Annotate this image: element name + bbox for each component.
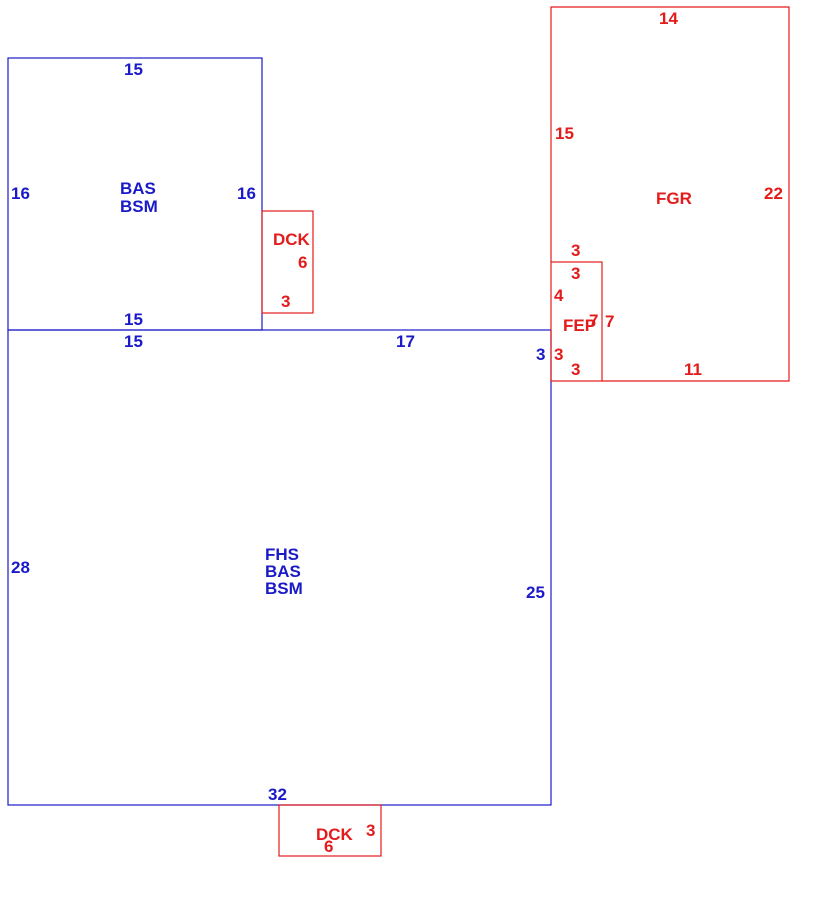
main-dim-left: 28 bbox=[11, 558, 30, 577]
porch-dim-right-b: 7 bbox=[605, 312, 614, 331]
bas-upper-dim-top: 15 bbox=[124, 60, 143, 79]
bas-upper-dim-left: 16 bbox=[11, 184, 30, 203]
porch-dim-bottom: 3 bbox=[571, 360, 580, 379]
porch-dim-top: 3 bbox=[571, 264, 580, 283]
deck-upper-dim-bottom: 3 bbox=[281, 292, 290, 311]
porch-code: FEP bbox=[563, 316, 596, 335]
main-code-fhs: FHS bbox=[265, 545, 299, 564]
garage-dim-top: 14 bbox=[659, 9, 678, 28]
main-code-bsm: BSM bbox=[265, 579, 303, 598]
bas-upper-dim-right: 16 bbox=[237, 184, 256, 203]
garage-area: FGR 14 15 22 11 3 bbox=[550, 6, 790, 382]
garage-code: FGR bbox=[656, 189, 692, 208]
garage-dim-left-lower: 3 bbox=[571, 241, 580, 260]
deck-lower-dim-right: 3 bbox=[366, 821, 375, 840]
bas-upper-code-bas: BAS bbox=[120, 179, 156, 198]
deck-lower-code: DCK bbox=[316, 825, 354, 844]
main-dim-right-small: 3 bbox=[536, 345, 545, 364]
deck-upper-code: DCK bbox=[273, 230, 311, 249]
deck-upper-dim-right: 6 bbox=[298, 253, 307, 272]
main-dim-right: 25 bbox=[526, 583, 545, 602]
main-dim-top-right: 17 bbox=[396, 332, 415, 351]
garage-dim-right: 22 bbox=[764, 184, 783, 203]
porch-dim-left-lower: 3 bbox=[554, 345, 563, 364]
main-area: FHS BAS BSM 15 17 3 28 25 32 bbox=[7, 329, 552, 806]
porch-dim-right-a: 7 bbox=[589, 311, 598, 330]
porch-dim-left: 4 bbox=[554, 286, 564, 305]
garage-dim-bottom: 11 bbox=[684, 360, 702, 379]
deck-lower-outline bbox=[278, 804, 382, 857]
porch-outline bbox=[550, 261, 603, 382]
bas-upper-code-bsm: BSM bbox=[120, 197, 158, 216]
main-code-bas: BAS bbox=[265, 562, 301, 581]
deck-upper-outline bbox=[261, 210, 314, 314]
deck-lower-dim-bottom: 6 bbox=[324, 837, 333, 856]
main-dim-top-left: 15 bbox=[124, 332, 143, 351]
garage-outline bbox=[550, 6, 790, 382]
bas-upper-area: BAS BSM 15 16 16 15 bbox=[7, 57, 263, 331]
deck-lower-area: DCK 3 6 bbox=[278, 804, 382, 857]
bas-upper-dim-bottom: 15 bbox=[124, 310, 143, 329]
main-dim-bottom: 32 bbox=[268, 785, 287, 804]
garage-dim-left: 15 bbox=[555, 124, 574, 143]
porch-area: FEP 3 4 3 3 7 7 bbox=[550, 261, 614, 382]
deck-upper-area: DCK 6 3 bbox=[261, 210, 314, 314]
